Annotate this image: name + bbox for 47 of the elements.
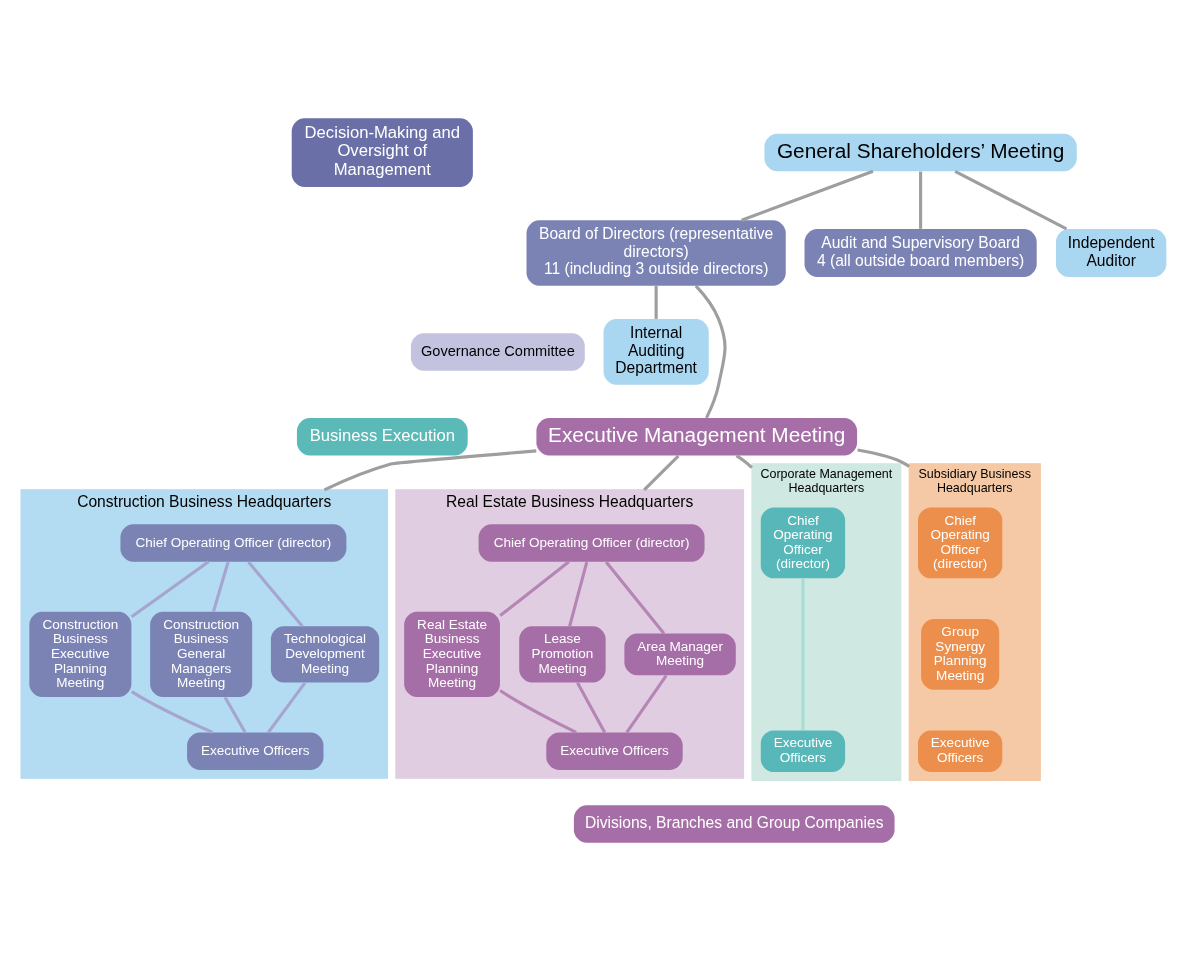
- node-box: Chief Operating Officer (director): [478, 524, 705, 562]
- node-box: Executive Officers: [187, 732, 324, 770]
- connector: [323, 449, 537, 492]
- node-box: Audit and Supervisory Board 4 (all outside board members): [804, 229, 1037, 277]
- connector: [499, 560, 570, 617]
- connector: [625, 674, 668, 734]
- node-box: Governance Committee: [410, 333, 585, 371]
- connector: [857, 448, 910, 468]
- connector: [211, 561, 230, 613]
- node-box: Chief Operating Officer (director): [918, 507, 1003, 579]
- node-box: Executive Management Meeting: [536, 418, 858, 456]
- node-box: Technological Development Meeting: [270, 626, 380, 683]
- connector: [568, 561, 589, 627]
- connector: [801, 578, 805, 731]
- node-box: Lease Promotion Meeting: [519, 626, 606, 683]
- node-box: Business Execution: [296, 418, 468, 456]
- connector: [954, 170, 1068, 231]
- connector: [267, 681, 307, 734]
- node-box: Independent Auditor: [1055, 229, 1167, 277]
- connector: [223, 696, 247, 734]
- connector: [576, 682, 607, 734]
- connector: [735, 454, 753, 469]
- node-box: Area Manager Meeting: [624, 633, 736, 676]
- node-box: Executive Officers: [760, 730, 846, 773]
- node-box: Chief Operating Officer (director): [120, 524, 347, 562]
- node-box: Chief Operating Officer (director): [760, 507, 846, 579]
- node-box: Decision-Making and Oversight of Management: [291, 118, 473, 187]
- connector: [654, 286, 658, 319]
- connector: [499, 689, 577, 734]
- node-box: Divisions, Branches and Group Companies: [573, 805, 895, 843]
- connector: [247, 561, 304, 628]
- connector: [130, 560, 210, 618]
- node-box: Construction Business Executive Planning Meeting: [29, 611, 132, 698]
- connector: [605, 561, 666, 635]
- node-box: Construction Business General Managers Meeting: [150, 611, 253, 698]
- node-box: Real Estate Business Executive Planning Meeting: [404, 611, 500, 698]
- connector: [694, 284, 727, 419]
- node-box: Executive Officers: [918, 730, 1003, 773]
- connector: [643, 454, 680, 491]
- node-box: Executive Officers: [546, 732, 683, 770]
- node-box: Group Synergy Planning Meeting: [921, 619, 1000, 690]
- node-box: Internal Auditing Department: [603, 319, 709, 385]
- connector: [741, 169, 874, 222]
- node-box: General Shareholders’ Meeting: [764, 133, 1077, 172]
- connector: [130, 690, 214, 734]
- connector: [919, 171, 923, 229]
- node-box: Board of Directors (representative directors) 11 (including 3 outside directors): [526, 220, 786, 286]
